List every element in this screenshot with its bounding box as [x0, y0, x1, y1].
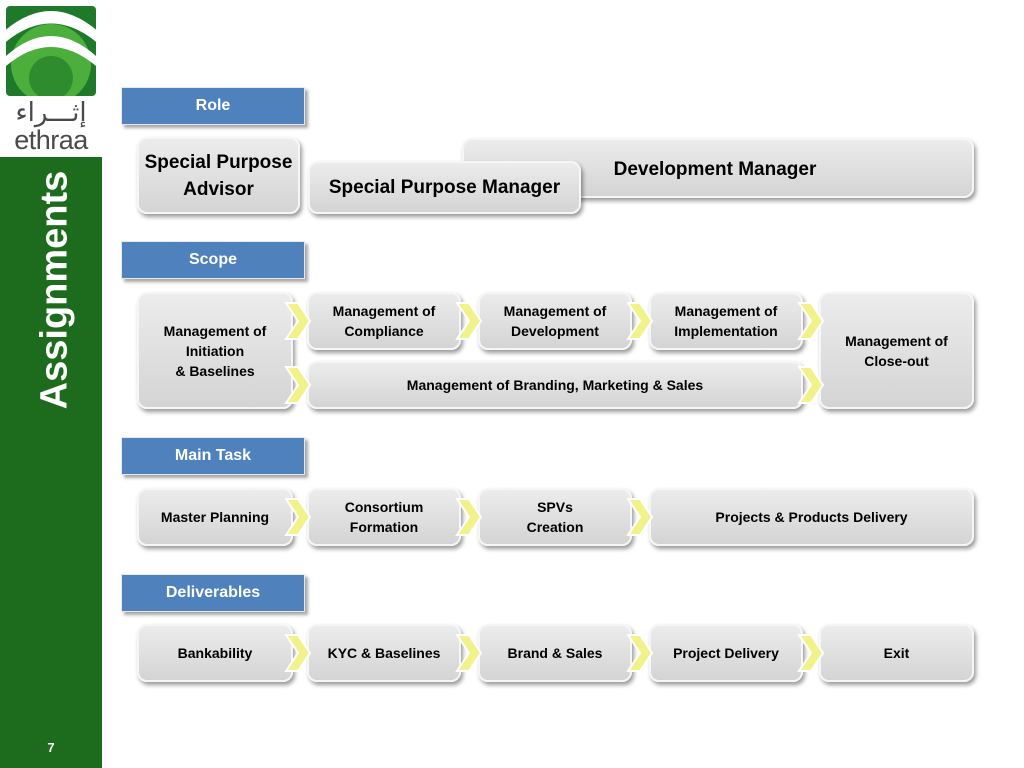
chevron-right-icon — [797, 365, 825, 405]
scope-header: Scope — [121, 241, 305, 279]
logo-latin-text: ethraa — [14, 125, 88, 155]
chevron-right-icon — [626, 497, 654, 537]
role-label-development-manager: Development Manager — [613, 159, 817, 180]
chevron-right-icon — [284, 365, 312, 405]
chevron-right-icon — [626, 633, 654, 673]
page-title: Assignments — [33, 170, 76, 410]
chevron-right-icon — [455, 301, 483, 341]
chevron-right-icon — [284, 633, 312, 673]
chevron-right-icon — [284, 497, 312, 537]
deliverable-box-exit: Exit — [819, 624, 974, 682]
scope-box-implementation: Management of Implementation — [649, 292, 803, 350]
scope-box-closeout: Management of Close-out — [819, 292, 974, 409]
role-header: Role — [121, 87, 305, 125]
sidebar: إثـــراء ethraa Assignments 7 — [0, 0, 102, 768]
task-box-master-planning: Master Planning — [137, 488, 293, 546]
deliverable-box-kyc: KYC & Baselines — [307, 624, 461, 682]
deliverables-header: Deliverables — [121, 574, 305, 612]
deliverable-box-brand: Brand & Sales — [478, 624, 632, 682]
task-box-spvs: SPVs Creation — [478, 488, 632, 546]
deliverable-box-project: Project Delivery — [649, 624, 803, 682]
scope-box-branding: Management of Branding, Marketing & Sale… — [307, 361, 803, 409]
logo-arabic-text: إثـــراء — [15, 98, 87, 128]
role-box-advisor: Special Purpose Advisor — [137, 137, 300, 214]
chevron-right-icon — [455, 497, 483, 537]
scope-box-compliance: Management of Compliance — [307, 292, 461, 350]
ethraa-logo-icon — [6, 6, 96, 96]
chevron-right-icon — [284, 301, 312, 341]
scope-box-development: Management of Development — [478, 292, 632, 350]
task-box-delivery: Projects & Products Delivery — [649, 488, 974, 546]
chevron-right-icon — [455, 633, 483, 673]
deliverable-box-bankability: Bankability — [137, 624, 293, 682]
chevron-right-icon — [626, 301, 654, 341]
main-task-header: Main Task — [121, 437, 305, 475]
green-strip — [0, 157, 102, 768]
chevron-right-icon — [797, 301, 825, 341]
page-number: 7 — [47, 740, 55, 755]
task-box-consortium: Consortium Formation — [307, 488, 461, 546]
scope-box-initiation: Management of Initiation & Baselines — [137, 292, 293, 409]
role-box-manager: Special Purpose Manager — [308, 161, 581, 214]
chevron-right-icon — [797, 633, 825, 673]
